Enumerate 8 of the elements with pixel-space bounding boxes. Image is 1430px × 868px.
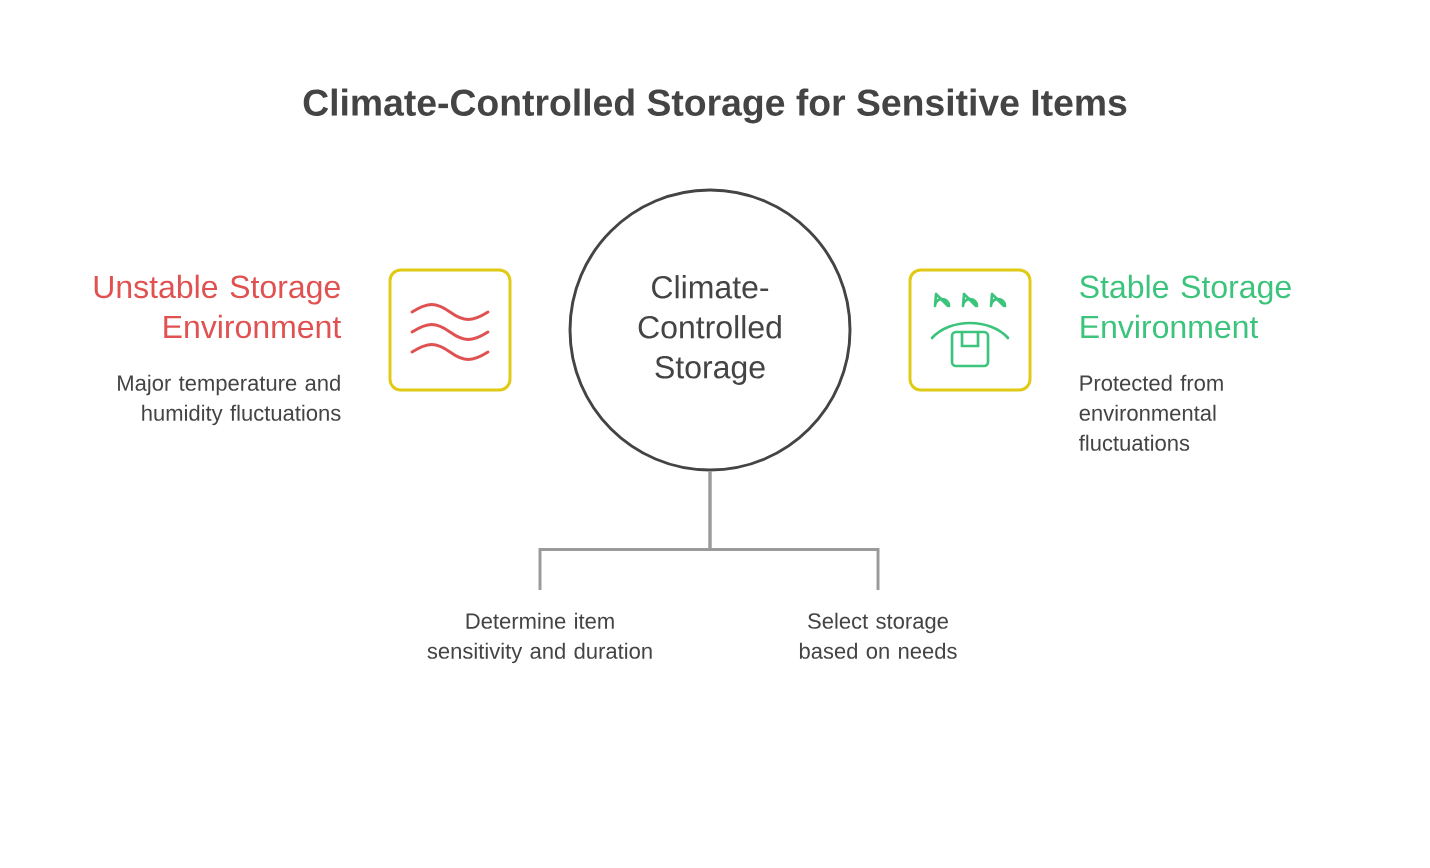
title: Climate-Controlled Storage for Sensitive Items: [303, 88, 1127, 124]
heading: Stable Storage Environment: [1080, 274, 1291, 339]
step-text: Select storage based on needs: [799, 612, 957, 659]
description: Protected from environmental fluctuations: [1079, 374, 1223, 451]
step-text: Determine item sensitivity and duration: [427, 612, 652, 664]
description: Major temperature and humidity fluctuations: [118, 374, 341, 426]
heading: Unstable Storage Environment: [94, 274, 342, 339]
connector-line: [708, 471, 880, 590]
